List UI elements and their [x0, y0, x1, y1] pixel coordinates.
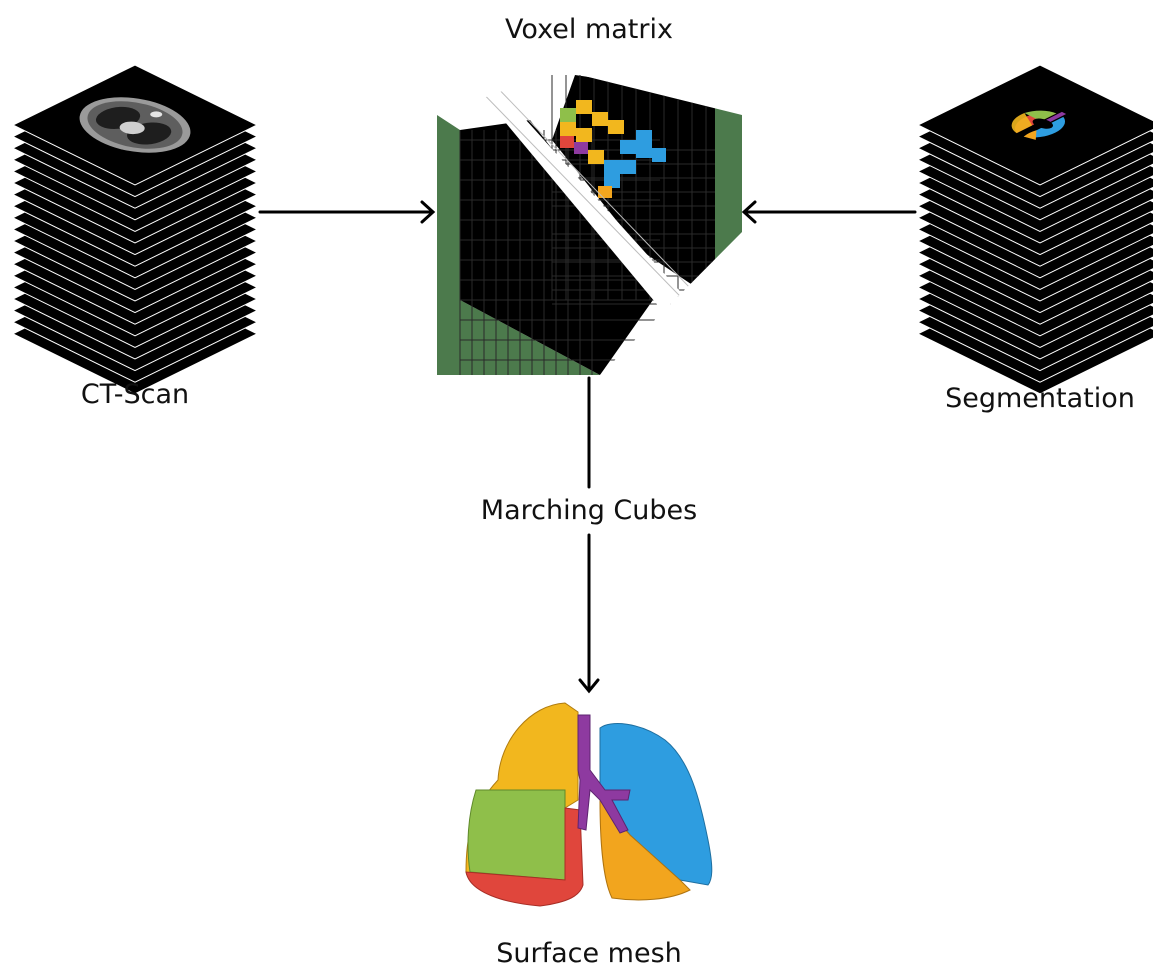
surface-mesh-label: Surface mesh — [496, 938, 682, 969]
voxel-cube-icon — [437, 75, 742, 375]
arrow-ct-to-voxel — [258, 200, 436, 224]
ct-scan-label: CT-Scan — [80, 379, 190, 410]
voxel-matrix-label: Voxel matrix — [505, 14, 673, 45]
marching-cubes-label: Marching Cubes — [476, 495, 702, 526]
arrow-seg-to-voxel — [741, 200, 917, 224]
lung-mesh-icon — [465, 702, 713, 907]
flow-arrows — [258, 200, 917, 694]
ct-stack-icon — [11, 64, 259, 395]
arrow-voxel-to-mesh — [578, 376, 600, 694]
segmentation-label: Segmentation — [945, 383, 1135, 414]
segmentation-stack-icon — [916, 64, 1153, 395]
